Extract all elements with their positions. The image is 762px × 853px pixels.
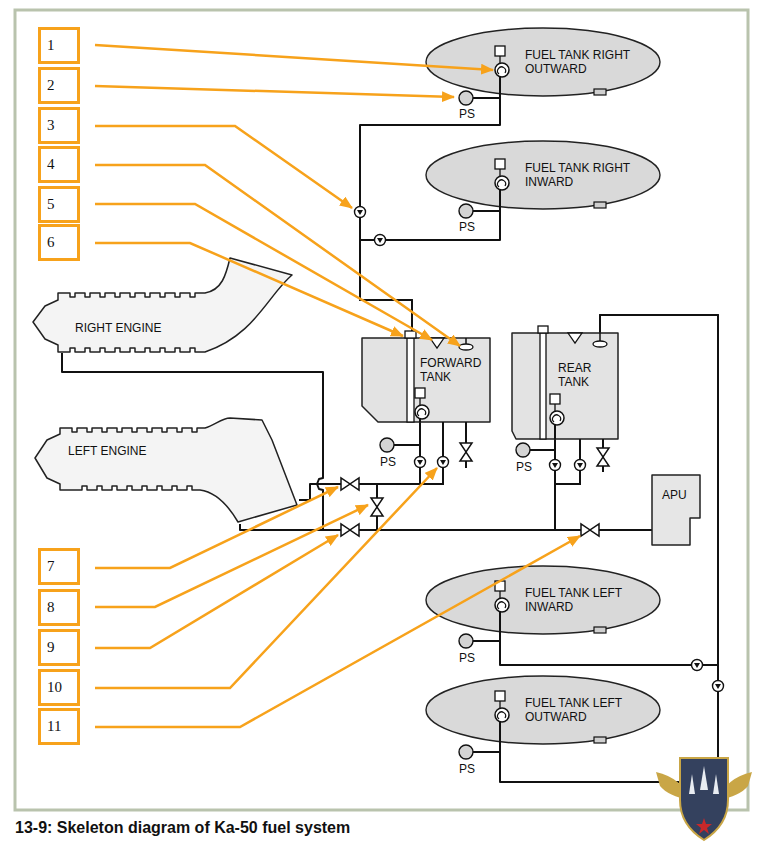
callout-box: 9 xyxy=(38,629,80,666)
callout-number: 4 xyxy=(47,154,55,174)
callout-box: 5 xyxy=(38,186,80,223)
figure-caption: 13-9: Skeleton diagram of Ka-50 fuel sys… xyxy=(15,818,350,838)
callout-number: 10 xyxy=(47,677,62,697)
callout-number: 7 xyxy=(47,556,55,576)
sensor-label: PS xyxy=(516,460,532,474)
callout-box: 7 xyxy=(38,548,80,585)
tank-label: FUEL TANK LEFT INWARD xyxy=(525,586,637,614)
tank-label: FUEL TANK RIGHT INWARD xyxy=(525,161,637,189)
fuel-tank: FUEL TANK RIGHT INWARD xyxy=(425,140,661,210)
engine: RIGHT ENGINE xyxy=(30,256,294,353)
fuel-line xyxy=(360,97,500,338)
outline-path xyxy=(35,418,297,522)
fuel-line xyxy=(360,210,500,338)
sensor-label: PS xyxy=(380,455,396,469)
outline-path xyxy=(362,338,490,422)
outline-path xyxy=(33,258,292,352)
fuel-line xyxy=(555,439,652,530)
callout-number: 11 xyxy=(47,716,61,736)
apu-outline xyxy=(652,475,701,546)
outline-path xyxy=(512,333,618,439)
callout-number: 9 xyxy=(47,637,55,657)
apu-label: APU xyxy=(662,488,687,502)
pumps xyxy=(415,46,564,722)
leader-lines xyxy=(95,45,580,727)
engine-label: LEFT ENGINE xyxy=(68,444,146,458)
tank-label: FUEL TANK LEFT OUTWARD xyxy=(525,696,637,724)
apu: APU xyxy=(652,475,701,546)
callout-box: 11 xyxy=(38,708,80,745)
sensor-label: PS xyxy=(459,220,475,234)
callout-box: 6 xyxy=(38,224,80,261)
pipe-stubs xyxy=(377,77,603,752)
tank-ellipse xyxy=(426,28,660,96)
tank-ellipse xyxy=(426,141,660,209)
tank-ellipse xyxy=(426,566,660,634)
watermark-emblem xyxy=(656,758,752,840)
frame xyxy=(15,10,748,810)
callout-number: 2 xyxy=(47,75,55,95)
fuel-line xyxy=(299,422,420,500)
engine-label: RIGHT ENGINE xyxy=(75,321,161,335)
forward-tank: FORWARD TANK xyxy=(358,338,490,422)
callout-number: 1 xyxy=(47,35,55,55)
callout-box: 1 xyxy=(38,27,80,64)
fuel-tank: FUEL TANK LEFT OUTWARD xyxy=(425,675,661,745)
fuel-tank: FUEL TANK LEFT INWARD xyxy=(425,565,661,635)
callout-number: 3 xyxy=(47,115,55,135)
engine-outline xyxy=(33,416,299,524)
tank-fittings xyxy=(405,326,607,439)
engine: LEFT ENGINE xyxy=(33,416,299,524)
callout-box: 8 xyxy=(38,589,80,626)
tank-ellipse xyxy=(426,676,660,744)
tank-label: REAR TANK xyxy=(558,361,591,389)
callout-box: 4 xyxy=(38,146,80,183)
sensor-label: PS xyxy=(459,107,475,121)
valves xyxy=(341,207,724,692)
outline-path xyxy=(652,475,700,545)
callout-box: 2 xyxy=(38,67,80,104)
pressure-sensors xyxy=(380,91,530,759)
callout-number: 8 xyxy=(47,597,55,617)
tank-drains xyxy=(594,89,606,743)
tank-label: FORWARD TANK xyxy=(420,356,481,384)
callout-number: 5 xyxy=(47,194,55,214)
sensor-label: PS xyxy=(459,762,475,776)
callout-number: 6 xyxy=(47,232,55,252)
tank-label: FUEL TANK RIGHT OUTWARD xyxy=(525,48,637,76)
engine-outline xyxy=(30,256,294,353)
fuel-tank: FUEL TANK RIGHT OUTWARD xyxy=(425,27,661,97)
sensor-label: PS xyxy=(459,651,475,665)
callout-box: 10 xyxy=(38,669,80,706)
callout-box: 3 xyxy=(38,107,80,144)
rear-tank: REAR TANK xyxy=(512,333,618,439)
